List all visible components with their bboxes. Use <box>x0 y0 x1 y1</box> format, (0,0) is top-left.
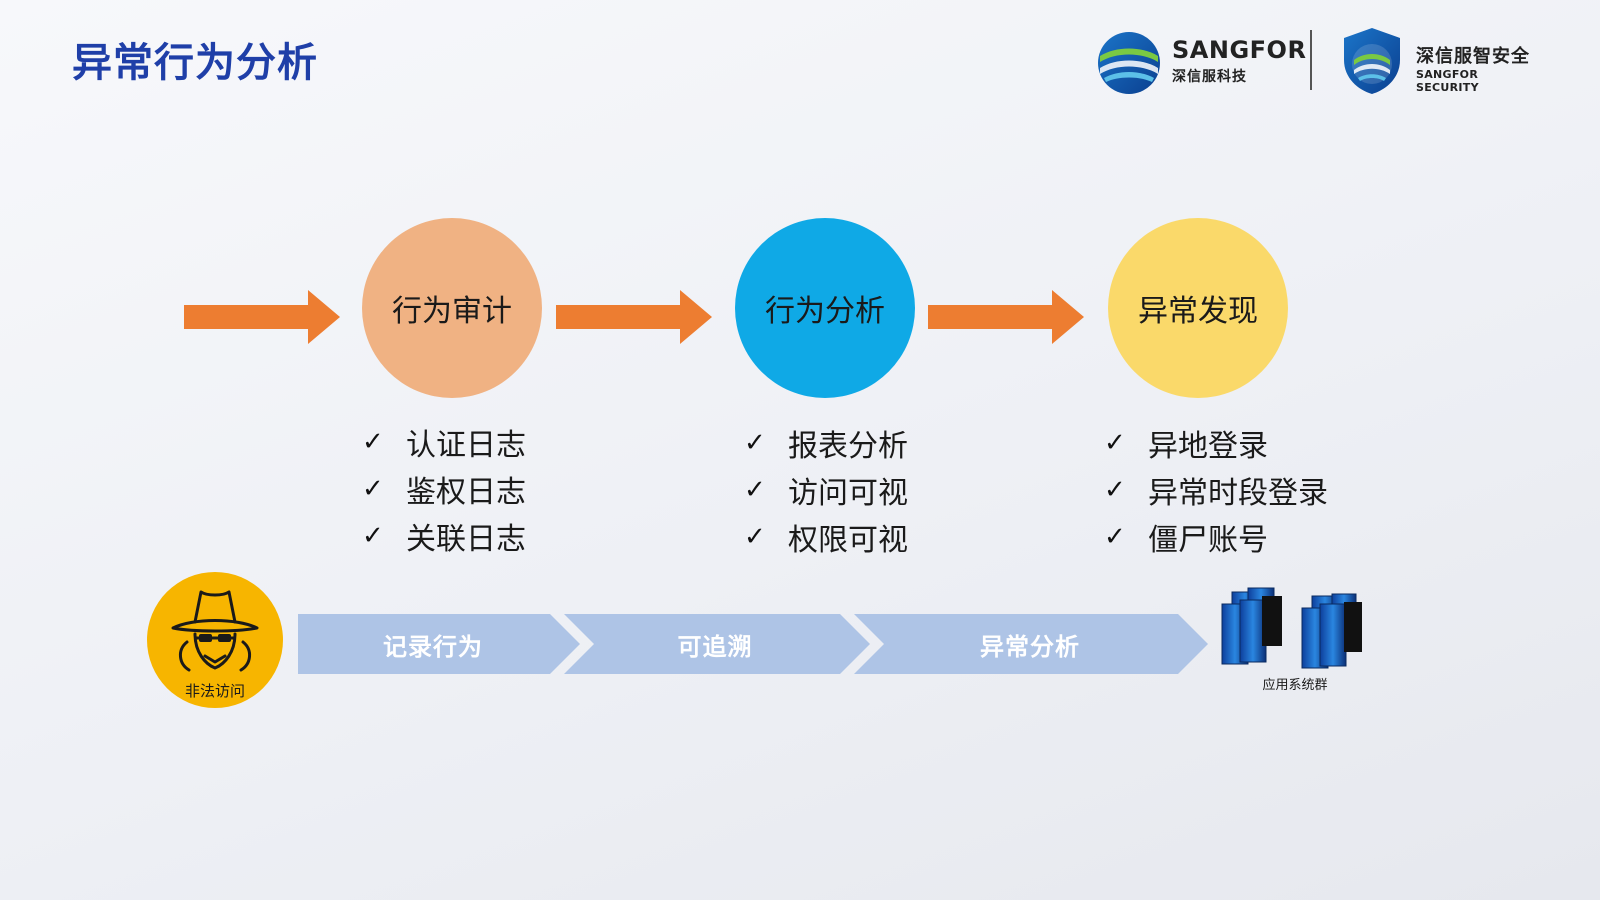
list-item-label: 异地登录 <box>1148 428 1268 464</box>
illegal-access-badge: 非法访问 <box>147 572 283 708</box>
stage-circle-analysis: 行为分析 <box>735 218 915 398</box>
stage-circle-discovery: 异常发现 <box>1108 218 1288 398</box>
check-icon: ✓ <box>1104 474 1126 505</box>
sangfor-globe-icon <box>1098 32 1160 94</box>
check-icon: ✓ <box>362 473 384 504</box>
list-item: ✓ 异地登录 <box>1104 419 1328 466</box>
list-item-label: 报表分析 <box>788 428 908 464</box>
list-item-label: 认证日志 <box>406 427 526 463</box>
step-label-anomaly: 异常分析 <box>980 632 1080 661</box>
stage-list-discovery: ✓ 异地登录 ✓ 异常时段登录 ✓ 僵尸账号 <box>1104 419 1328 560</box>
check-icon: ✓ <box>744 474 766 505</box>
list-item: ✓ 关联日志 <box>362 512 526 559</box>
chevron-step-2 <box>564 614 870 674</box>
list-item: ✓ 认证日志 <box>362 418 526 465</box>
list-item-label: 异常时段登录 <box>1148 475 1328 511</box>
shield-icon <box>1344 28 1400 94</box>
list-item: ✓ 僵尸账号 <box>1104 513 1328 560</box>
list-item-label: 僵尸账号 <box>1148 522 1268 558</box>
check-icon: ✓ <box>1104 521 1126 552</box>
list-item-label: 权限可视 <box>788 522 908 558</box>
flow-arrow-3 <box>928 290 1084 344</box>
page-title: 异常行为分析 <box>72 40 318 86</box>
stage-circle-audit: 行为审计 <box>362 218 542 398</box>
sangfor-cn-text: 深信服科技 <box>1172 69 1247 85</box>
server-cluster-icon <box>1221 587 1362 669</box>
list-item: ✓ 异常时段登录 <box>1104 466 1328 513</box>
check-icon: ✓ <box>744 521 766 552</box>
list-item: ✓ 权限可视 <box>744 513 908 560</box>
list-item-label: 鉴权日志 <box>406 474 526 510</box>
stage-list-audit: ✓ 认证日志 ✓ 鉴权日志 ✓ 关联日志 <box>362 418 526 559</box>
illegal-access-label: 非法访问 <box>184 682 245 700</box>
check-icon: ✓ <box>362 426 384 457</box>
flow-arrow-1 <box>184 290 340 344</box>
list-item: ✓ 访问可视 <box>744 466 908 513</box>
stage-label: 异常发现 <box>1138 294 1258 329</box>
sangfor-en-text: SANGFOR <box>1172 36 1307 64</box>
sangfor-logo: SANGFOR 深信服科技 <box>1096 28 1306 94</box>
app-systems-label: 应用系统群 <box>1262 678 1328 693</box>
spy-icon <box>171 590 259 672</box>
logo-divider <box>1310 30 1312 90</box>
security-cn-text: 深信服智安全 <box>1416 46 1530 67</box>
chevron-step-1 <box>298 614 580 674</box>
list-item-label: 访问可视 <box>788 475 908 511</box>
step-label-trace: 可追溯 <box>677 632 753 661</box>
process-chevrons <box>298 614 1208 674</box>
stage-list-analysis: ✓ 报表分析 ✓ 访问可视 ✓ 权限可视 <box>744 419 908 560</box>
security-en-text: SANGFOR SECURITY <box>1416 68 1479 94</box>
step-label-record: 记录行为 <box>383 632 483 661</box>
sangfor-security-logo: 深信服智安全 SANGFOR SECURITY <box>1340 26 1540 96</box>
stage-label: 行为审计 <box>392 294 512 329</box>
list-item: ✓ 报表分析 <box>744 419 908 466</box>
chevron-step-3 <box>854 614 1208 674</box>
check-icon: ✓ <box>362 520 384 551</box>
stage-label: 行为分析 <box>765 294 885 329</box>
list-item: ✓ 鉴权日志 <box>362 465 526 512</box>
flow-arrow-2 <box>556 290 712 344</box>
list-item-label: 关联日志 <box>406 521 526 557</box>
check-icon: ✓ <box>744 427 766 458</box>
check-icon: ✓ <box>1104 427 1126 458</box>
